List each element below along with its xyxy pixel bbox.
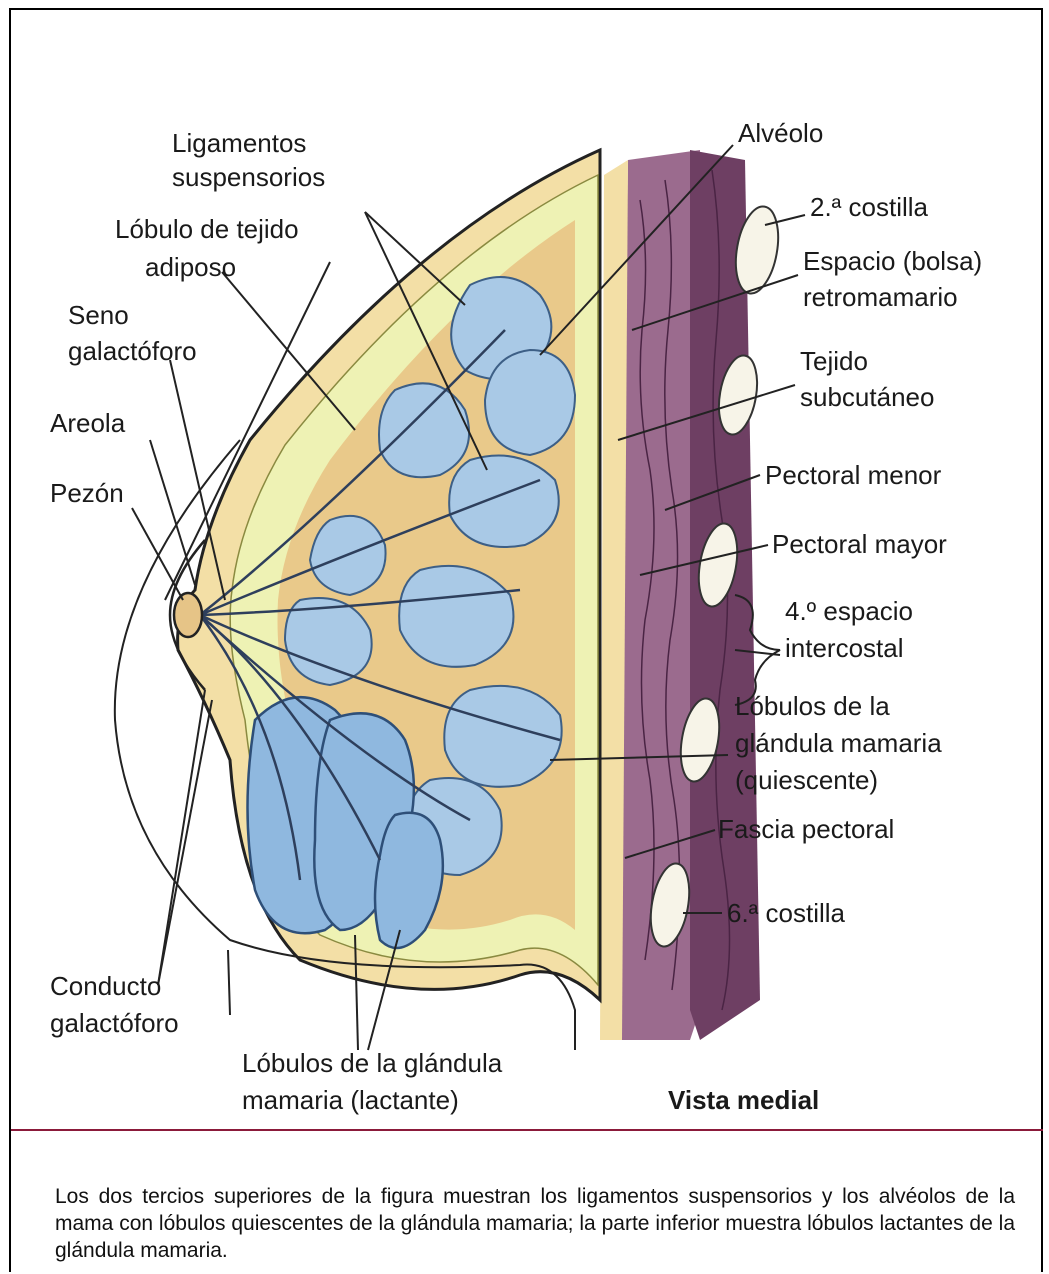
label-lobulo-adiposo-2: adiposo xyxy=(145,252,236,282)
lobule xyxy=(449,456,559,548)
label-pezon: Pezón xyxy=(50,478,124,508)
label-vista-medial: Vista medial xyxy=(668,1085,819,1115)
label-conducto-1: Conducto xyxy=(50,971,161,1001)
label-fascia: Fascia pectoral xyxy=(718,814,894,844)
label-pectoral-mayor: Pectoral mayor xyxy=(772,529,947,559)
label-lobulo-adiposo-1: Lóbulo de tejido xyxy=(115,214,299,244)
label-ligamentos-1: Ligamentos xyxy=(172,128,306,158)
label-conducto-2: galactóforo xyxy=(50,1008,179,1038)
nipple xyxy=(174,593,202,637)
lobule xyxy=(379,383,469,477)
label-lactante-2: mamaria (lactante) xyxy=(242,1085,459,1115)
label-lactante-1: Lóbulos de la glándula xyxy=(242,1048,503,1078)
label-ligamentos-2: suspensorios xyxy=(172,162,325,192)
lobule xyxy=(399,566,513,667)
label-quiescente-3: (quiescente) xyxy=(735,765,878,795)
label-costilla-2: 2.ª costilla xyxy=(810,192,929,222)
label-tejido-1: Tejido xyxy=(800,346,868,376)
label-seno-2: galactóforo xyxy=(68,336,197,366)
label-areola: Areola xyxy=(50,408,126,438)
label-alveolo: Alvéolo xyxy=(738,118,823,148)
label-tejido-2: subcutáneo xyxy=(800,382,934,412)
label-intercostal-1: 4.º espacio xyxy=(785,596,913,626)
label-seno-1: Seno xyxy=(68,300,129,330)
label-espacio-1: Espacio (bolsa) xyxy=(803,246,982,276)
caption-divider xyxy=(11,1129,1043,1131)
lobule xyxy=(485,350,575,455)
breast-anatomy-diagram: Ligamentos suspensorios Lóbulo de tejido… xyxy=(0,0,1049,1130)
figure-caption: Los dos tercios superiores de la figura … xyxy=(55,1183,1015,1264)
label-pectoral-menor: Pectoral menor xyxy=(765,460,942,490)
label-costilla-6: 6.ª costilla xyxy=(727,898,846,928)
label-espacio-2: retromamario xyxy=(803,282,958,312)
label-intercostal-2: intercostal xyxy=(785,633,904,663)
label-quiescente-2: glándula mamaria xyxy=(735,728,942,758)
label-quiescente-1: Lóbulos de la xyxy=(735,691,890,721)
